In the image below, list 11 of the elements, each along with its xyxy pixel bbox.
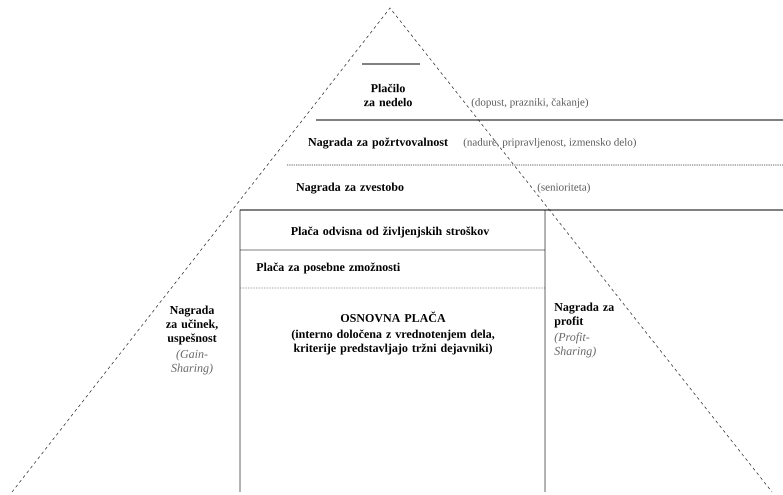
pyramid-band-label: Nagrada za zvestobo	[296, 182, 404, 194]
pyramid-band-label: Plačilo za nedelo	[364, 84, 412, 106]
base-row-label: Plača odvisna od življenjskih stroškov	[290, 226, 490, 238]
examples-note: (senioriteta)	[538, 183, 590, 193]
pyramid-band-label: Nagrada za požrtvovalnost	[308, 137, 448, 149]
side-section-label: Nagrada za profit (Profit-Sharing)	[554, 302, 614, 358]
examples-note: (nadure, pripravljenost, izmensko delo)	[464, 138, 636, 148]
base-row-label: Plača za posebne zmožnosti	[256, 262, 400, 274]
side-section-label: Nagrada za učinek, uspešnost (Gain-Sharing)	[166, 306, 218, 374]
examples-note: (dopust, prazniki, čakanje)	[472, 98, 588, 108]
base-pay-label: OSNOVNA PLAČA (interno določena z vrednotenjem dela, kriterije predstavljajo tržni dejavniki)	[292, 312, 494, 354]
